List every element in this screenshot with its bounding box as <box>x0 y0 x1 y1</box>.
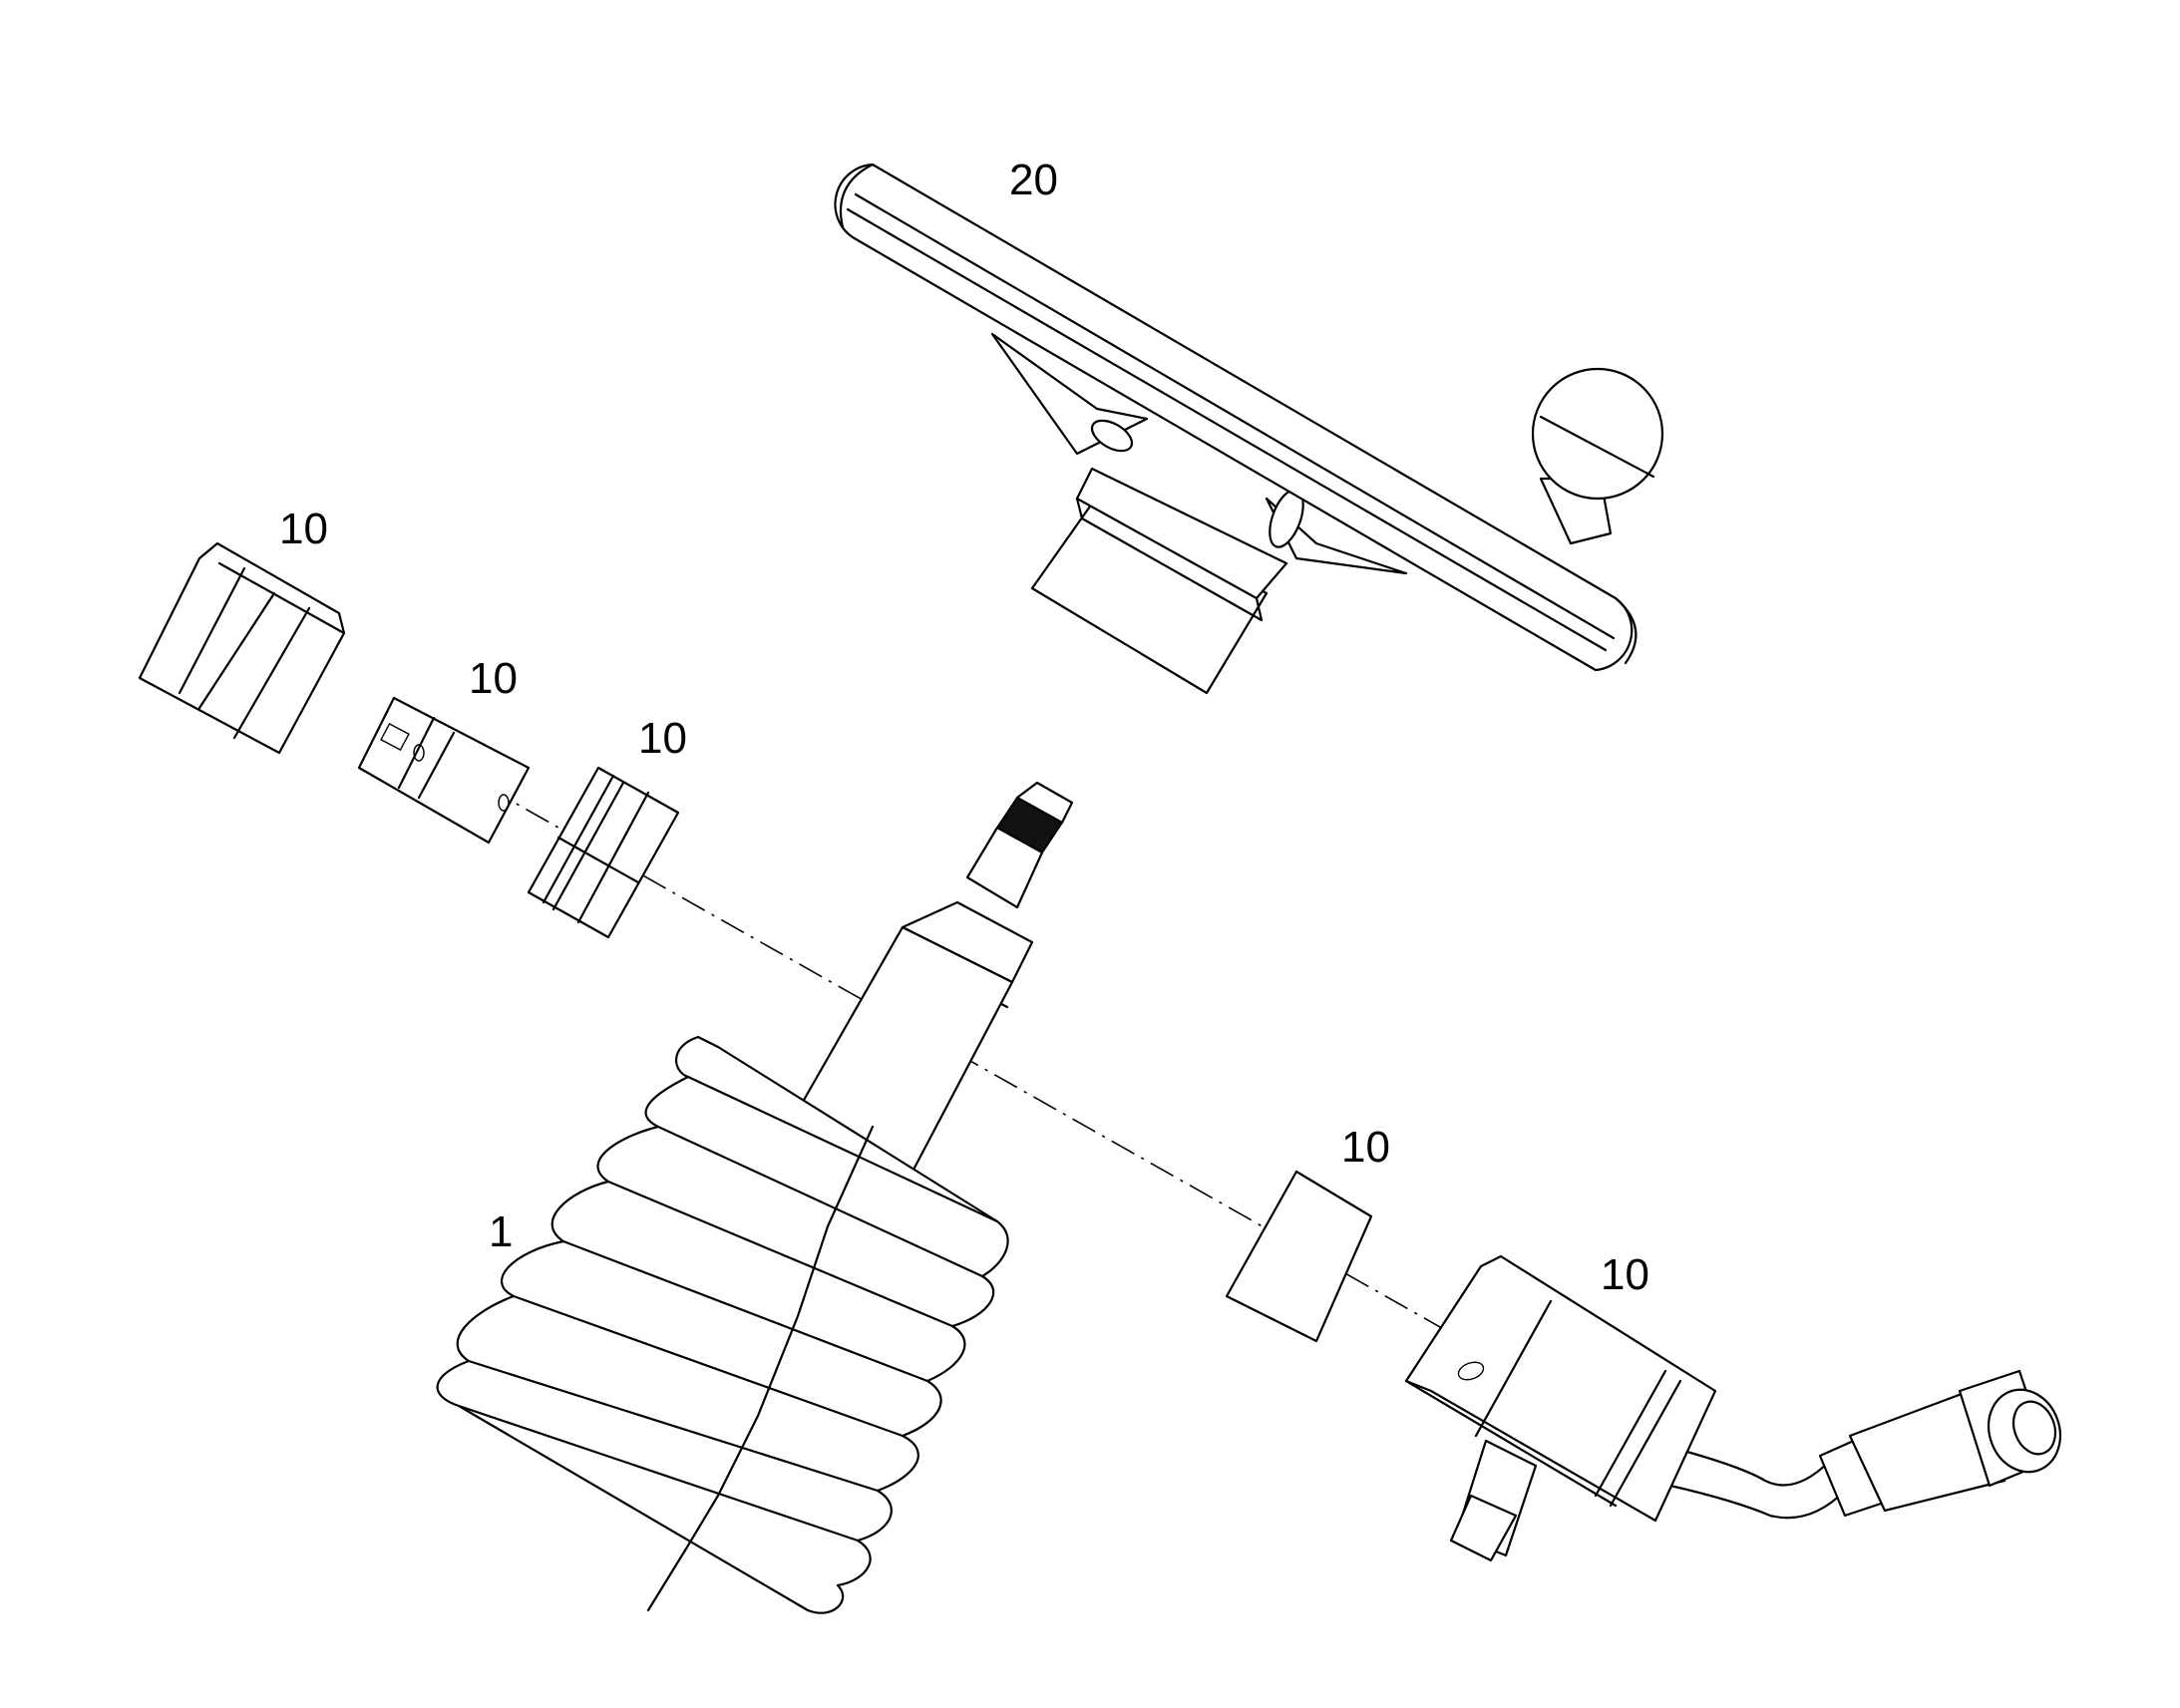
label-cap-left: 10 <box>279 505 328 553</box>
motor-unit-part: 10 <box>1404 1250 2061 1562</box>
label-handle: 20 <box>1009 156 1058 204</box>
label-motor-unit: 10 <box>1601 1250 1649 1299</box>
end-cap-part: 10 <box>138 505 346 755</box>
handle-bar-part: 20 <box>834 156 1664 695</box>
disc-part: 10 <box>357 654 531 845</box>
label-disc-left: 10 <box>469 654 518 703</box>
label-spool: 1 <box>489 1207 513 1256</box>
label-sleeve-left: 10 <box>638 714 687 763</box>
label-sleeve-right: 10 <box>1341 1123 1390 1172</box>
sleeve-right-part: 10 <box>1225 1123 1390 1343</box>
sleeve-left-part: 10 <box>527 714 687 939</box>
spool-part: 1 <box>436 781 1074 1614</box>
